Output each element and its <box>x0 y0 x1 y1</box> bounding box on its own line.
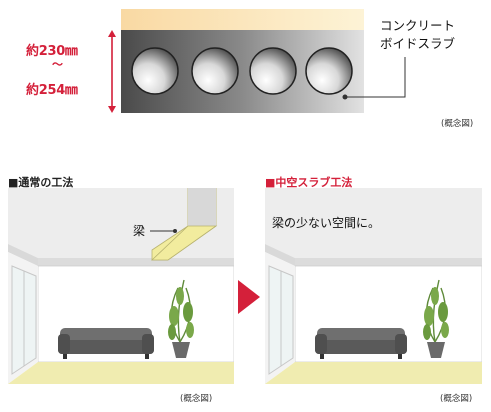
conventional-heading-text: ■通常の工法 <box>8 176 74 189</box>
void-circle <box>131 47 179 95</box>
beam-label: 梁 <box>133 224 146 238</box>
material-label-line1: コンクリート <box>380 18 456 33</box>
beam-leader <box>150 229 177 233</box>
void-circle <box>305 47 353 95</box>
hollow-heading-text: ■中空スラブ工法 <box>265 176 353 189</box>
material-label-line2: ボイドスラブ <box>380 36 456 51</box>
dimension-arrow <box>108 30 116 113</box>
caption-left: (概念図) <box>180 394 213 404</box>
callout-leader <box>342 57 406 100</box>
caption-top: (概念図) <box>441 119 474 129</box>
material-label: コンクリート ボイドスラブ <box>380 17 455 53</box>
hollow-room-illustration <box>265 188 482 384</box>
hollow-heading: ■中空スラブ工法 <box>265 174 352 190</box>
caption-right: (概念図) <box>440 394 473 404</box>
conventional-room-illustration <box>8 188 234 384</box>
thickness-min-label: 約230㎜ <box>26 44 78 59</box>
void-slab-cross-section <box>121 9 364 113</box>
conventional-heading: ■通常の工法 <box>8 174 73 190</box>
transition-arrow <box>238 280 260 314</box>
thickness-tilde: 〜 <box>52 58 63 71</box>
void-circle <box>249 47 297 95</box>
slab-top-finish <box>121 9 364 30</box>
thickness-max-label: 約254㎜ <box>26 83 78 98</box>
void-circle <box>191 47 239 95</box>
hollow-description: 梁の少ない空間に。 <box>272 216 381 230</box>
